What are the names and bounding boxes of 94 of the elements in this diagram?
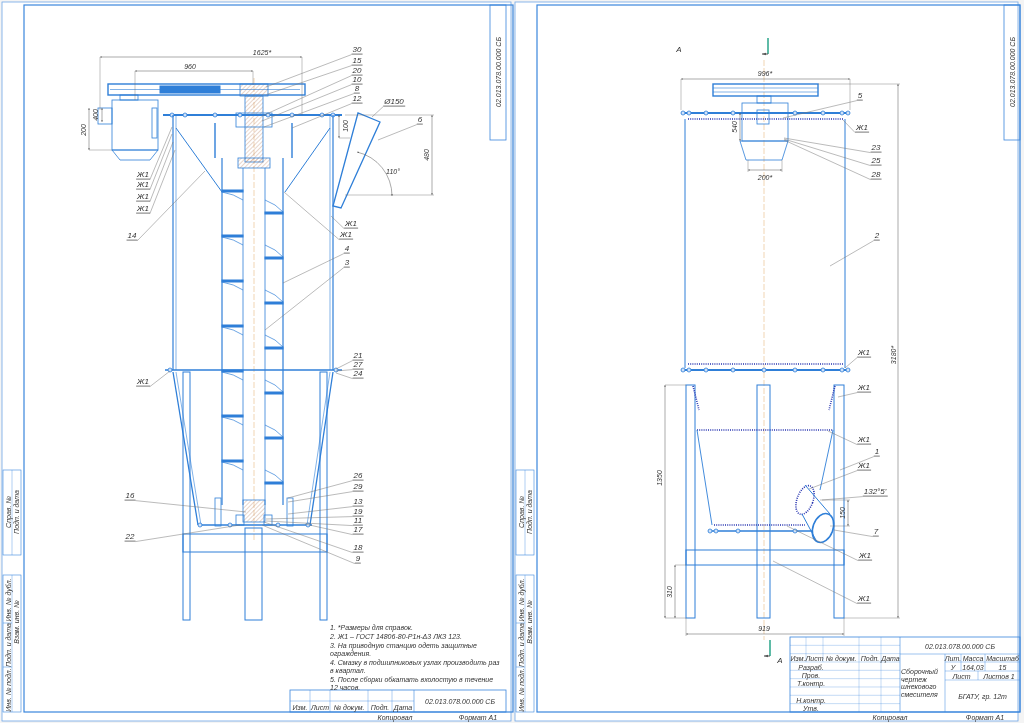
callout-label: 12 bbox=[351, 94, 363, 104]
callout-label: Ж1 bbox=[136, 180, 150, 190]
callout-label: 4 bbox=[343, 244, 351, 254]
callout-label: 9 bbox=[354, 554, 362, 564]
callout-label: 5 bbox=[856, 91, 864, 101]
callout-label: 132°5' bbox=[862, 487, 888, 497]
leader-line bbox=[335, 369, 353, 372]
callout-label: 6 bbox=[416, 115, 424, 125]
callout-label: 29 bbox=[352, 482, 364, 492]
callout-label: 13 bbox=[352, 497, 364, 507]
callout-label: Ж1 bbox=[136, 192, 150, 202]
leader-line bbox=[263, 521, 353, 553]
callout-label: 11 bbox=[352, 516, 364, 526]
callout-label: 23 bbox=[870, 143, 882, 153]
leader-line bbox=[149, 133, 173, 190]
leader-line bbox=[135, 524, 241, 542]
leader-line bbox=[335, 372, 353, 379]
leader-line bbox=[782, 100, 857, 119]
leader-line bbox=[786, 525, 859, 561]
leader-line bbox=[783, 139, 871, 180]
callout-label: Ж1 bbox=[857, 461, 871, 471]
leader-line bbox=[265, 54, 352, 88]
callout-label: 16 bbox=[124, 491, 136, 501]
leader-line bbox=[842, 119, 856, 133]
leader-line bbox=[371, 106, 384, 118]
leader-line bbox=[287, 491, 353, 503]
callout-label: Ж1 bbox=[344, 219, 358, 229]
leader-line bbox=[330, 215, 345, 229]
callout-label: 10 bbox=[351, 75, 363, 85]
callout-label: 15 bbox=[351, 56, 363, 66]
callout-label: Ж1 bbox=[857, 435, 871, 445]
callout-label: 21 bbox=[352, 351, 364, 361]
leader-line bbox=[265, 520, 354, 526]
leader-line bbox=[377, 124, 417, 141]
leader-line bbox=[149, 126, 173, 180]
callout-label: 8 bbox=[353, 84, 361, 94]
leader-line bbox=[304, 523, 353, 535]
callout-label: 22 bbox=[124, 532, 136, 542]
leader-line bbox=[827, 430, 858, 445]
leader-line bbox=[282, 253, 344, 284]
leader-line bbox=[772, 560, 858, 604]
callout-label: 17 bbox=[352, 525, 364, 535]
section-letter: A bbox=[777, 657, 783, 665]
leader-line bbox=[833, 529, 873, 537]
leader-line bbox=[291, 103, 352, 129]
leader-line bbox=[783, 137, 871, 153]
leader-line bbox=[261, 524, 355, 564]
leader-line bbox=[135, 500, 247, 513]
callout-label: 19 bbox=[352, 507, 364, 517]
callout-label: Ø150 bbox=[383, 97, 405, 107]
callout-label: Ж1 bbox=[339, 230, 353, 240]
callout-label: 24 bbox=[352, 369, 364, 379]
callout-label: 26 bbox=[352, 471, 364, 481]
callout-label: 2 bbox=[873, 231, 881, 241]
leader-line bbox=[844, 357, 858, 369]
leader-line bbox=[261, 84, 352, 122]
callout-label: Ж1 bbox=[857, 594, 871, 604]
leader-line bbox=[829, 240, 874, 267]
leader-line bbox=[821, 496, 863, 501]
leader-line bbox=[264, 267, 344, 331]
callout-label: 25 bbox=[870, 156, 882, 166]
callout-label: 27 bbox=[352, 360, 364, 370]
callout-label: 3 bbox=[343, 258, 351, 268]
leader-line bbox=[149, 149, 176, 214]
callout-label: 18 bbox=[352, 543, 364, 553]
leader-line bbox=[137, 170, 206, 241]
leader-line bbox=[283, 191, 340, 240]
leader-line bbox=[263, 93, 354, 128]
callout-label: Ж1 bbox=[857, 348, 871, 358]
leader-line bbox=[839, 456, 874, 471]
leader-line bbox=[808, 470, 858, 490]
callout-label: 28 bbox=[870, 170, 882, 180]
leader-line bbox=[149, 370, 171, 387]
callout-label: Ж1 bbox=[857, 383, 871, 393]
callout-label: 30 bbox=[351, 45, 363, 55]
callout-label: Ж1 bbox=[136, 170, 150, 180]
callout-label: 20 bbox=[351, 66, 363, 76]
leader-line bbox=[287, 506, 353, 515]
section-letter: A bbox=[676, 46, 682, 54]
callout-label: Ж1 bbox=[136, 377, 150, 387]
leader-line bbox=[837, 392, 858, 398]
leader-line bbox=[267, 65, 352, 95]
leader-line bbox=[265, 516, 353, 520]
leader-line bbox=[287, 480, 353, 499]
leader-line bbox=[149, 141, 174, 202]
callout-label: Ж1 bbox=[136, 204, 150, 214]
leader-line bbox=[783, 138, 871, 166]
callout-label: 1 bbox=[873, 447, 881, 457]
callout-label: Ж1 bbox=[855, 123, 869, 133]
callout-label: Ж1 bbox=[858, 551, 872, 561]
callout-label: 14 bbox=[126, 231, 138, 241]
leader-line bbox=[335, 360, 353, 370]
callout-label: 7 bbox=[872, 527, 880, 537]
leader-line bbox=[261, 75, 352, 117]
